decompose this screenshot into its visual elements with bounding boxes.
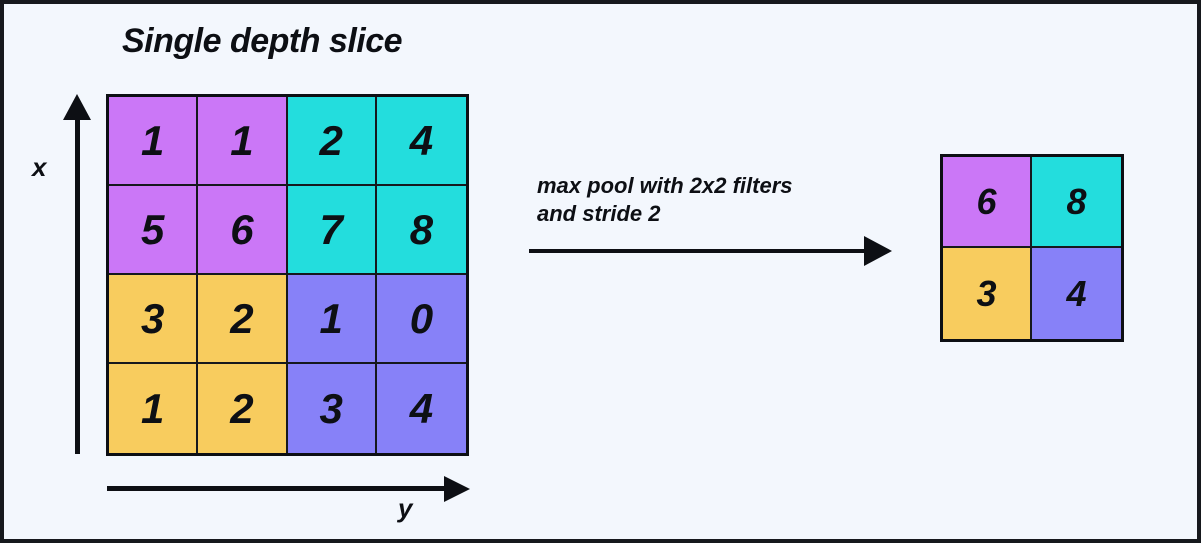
x-axis-label: x: [32, 152, 47, 182]
arrow-up-icon: [63, 94, 91, 120]
input-grid-cell-value: 1: [140, 384, 165, 432]
input-grid-cell: 3: [287, 364, 377, 453]
input-grid-cell-value: 4: [409, 116, 434, 164]
transform-caption: max pool with 2x2 filters and stride 2: [537, 172, 897, 228]
input-grid-cell: 8: [376, 186, 466, 275]
transform-caption-line-1: max pool with 2x2 filters: [537, 173, 793, 198]
input-grid-cell: 6: [198, 186, 288, 275]
transform-arrow-line: [529, 249, 869, 253]
input-grid-cell-value: 5: [140, 205, 165, 253]
input-grid-cell: 1: [287, 275, 377, 364]
input-grid-cell: 1: [198, 97, 288, 186]
output-grid-cell: 4: [1032, 248, 1121, 339]
input-grid-cell-value: 1: [140, 116, 165, 164]
input-grid-cell-value: 7: [319, 205, 343, 253]
input-feature-map: 1 1 2 4 5 6 7 8 3 2 1 0 1 2 3 4: [106, 94, 469, 456]
output-grid-cell-value: 3: [976, 272, 997, 314]
input-grid-cell-value: 8: [409, 205, 434, 253]
input-grid-cell-value: 1: [319, 294, 343, 342]
input-grid-cell: 0: [376, 275, 466, 364]
page-title: Single depth slice: [122, 22, 403, 60]
arrow-right-icon: [444, 476, 470, 502]
arrow-right-icon: [864, 236, 892, 266]
input-grid-cell-value: 2: [319, 116, 343, 164]
output-grid-cell-value: 6: [976, 180, 997, 222]
input-grid-cell: 4: [376, 97, 466, 186]
input-grid-cell: 5: [109, 186, 199, 275]
output-grid-cell: 8: [1032, 157, 1121, 248]
output-grid-cell-value: 4: [1066, 272, 1087, 314]
input-grid-cell-value: 0: [409, 294, 434, 342]
input-grid-cell: 3: [109, 275, 199, 364]
input-grid-cell-value: 4: [409, 384, 434, 432]
input-grid-cell: 7: [287, 186, 377, 275]
input-grid-cell: 2: [198, 364, 288, 453]
input-grid-cell-value: 2: [230, 294, 254, 342]
input-grid-cell-value: 1: [230, 116, 254, 164]
input-grid-cell: 2: [198, 275, 288, 364]
y-axis-label: y: [398, 493, 413, 523]
input-grid-cell: 1: [109, 97, 199, 186]
input-grid-cell: 1: [109, 364, 199, 453]
output-grid-cell: 6: [943, 157, 1032, 248]
output-feature-map: 6 8 3 4: [940, 154, 1124, 342]
input-grid-cell-value: 3: [140, 294, 165, 342]
output-grid-cell: 3: [943, 248, 1032, 339]
transform-caption-line-2: and stride 2: [537, 201, 661, 227]
input-grid-cell: 4: [376, 364, 466, 453]
x-axis-line: [75, 116, 80, 454]
output-grid-cell-value: 8: [1066, 180, 1087, 222]
input-grid-cell-value: 6: [230, 205, 254, 253]
input-grid-cell: 2: [287, 97, 377, 186]
y-axis-line: [107, 486, 445, 491]
input-grid-cell-value: 3: [319, 384, 343, 432]
input-grid-cell-value: 2: [230, 384, 254, 432]
